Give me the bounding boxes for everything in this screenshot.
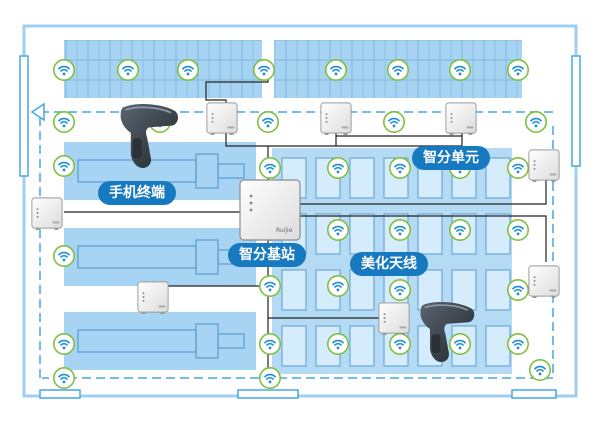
wifi-antenna-icon (507, 157, 529, 179)
rack-tile (281, 269, 307, 311)
wifi-antenna-icon (389, 333, 411, 355)
wifi-antenna-icon (177, 59, 199, 81)
access-point-icon (320, 102, 352, 135)
rack-tile (349, 157, 375, 199)
wifi-antenna-icon (259, 275, 281, 297)
wifi-antenna-icon (259, 367, 281, 389)
access-point-icon (378, 302, 410, 335)
label-antenna: 美化天线 (350, 252, 428, 276)
wifi-antenna-icon (449, 333, 471, 355)
wifi-antenna-icon (259, 333, 281, 355)
wifi-antenna-icon (507, 333, 529, 355)
access-point-icon (528, 265, 560, 298)
label-smart-unit: 智分单元 (412, 146, 490, 170)
rack-tile (485, 157, 511, 199)
wifi-antenna-icon (53, 111, 75, 133)
wifi-antenna-icon (53, 245, 75, 267)
access-point-icon (137, 281, 169, 314)
wifi-antenna-icon (53, 367, 75, 389)
wifi-antenna-icon (53, 59, 75, 81)
wifi-antenna-icon (53, 155, 75, 177)
wifi-antenna-icon (389, 219, 411, 241)
rack-tile (349, 269, 375, 311)
wifi-antenna-icon (387, 59, 409, 81)
wifi-antenna-icon (327, 275, 349, 297)
rack-tile (485, 325, 511, 367)
wifi-antenna-icon (525, 111, 547, 133)
rack-tile (417, 213, 443, 255)
label-handheld-terminal: 手机终端 (98, 181, 176, 205)
rack-tile (349, 325, 375, 367)
wifi-antenna-icon (117, 59, 139, 81)
access-point-icon (528, 149, 560, 182)
wifi-antenna-icon (449, 59, 471, 81)
warehouse-boundary (19, 24, 581, 399)
base-station-device: Ruijie (239, 179, 301, 241)
wifi-antenna-icon (327, 157, 349, 179)
rack-tile (451, 269, 477, 311)
direction-arrow-icon (30, 102, 45, 122)
wifi-antenna-icon (383, 111, 405, 133)
access-point-icon (206, 102, 238, 135)
access-point-icon (31, 197, 63, 230)
rack-tile (485, 269, 511, 311)
wifi-antenna-icon (449, 219, 471, 241)
wifi-antenna-icon (327, 333, 349, 355)
wifi-antenna-icon (253, 59, 275, 81)
wifi-antenna-icon (507, 279, 529, 301)
rack-tile (349, 213, 375, 255)
brand-mark: Ruijie (276, 227, 293, 234)
wifi-antenna-icon (507, 219, 529, 241)
wifi-antenna-icon (389, 157, 411, 179)
wifi-antenna-icon (53, 333, 75, 355)
wifi-antenna-icon (529, 359, 551, 381)
access-point-icon (445, 102, 477, 135)
wifi-antenna-icon (507, 59, 529, 81)
wifi-antenna-icon (327, 219, 349, 241)
rack-tile (281, 325, 307, 367)
wifi-antenna-icon (389, 279, 411, 301)
rack-tile (485, 213, 511, 255)
label-base-station: 智分基站 (228, 243, 306, 267)
wifi-antenna-icon (257, 111, 279, 133)
wifi-antenna-icon (259, 157, 281, 179)
wifi-antenna-icon (325, 59, 347, 81)
